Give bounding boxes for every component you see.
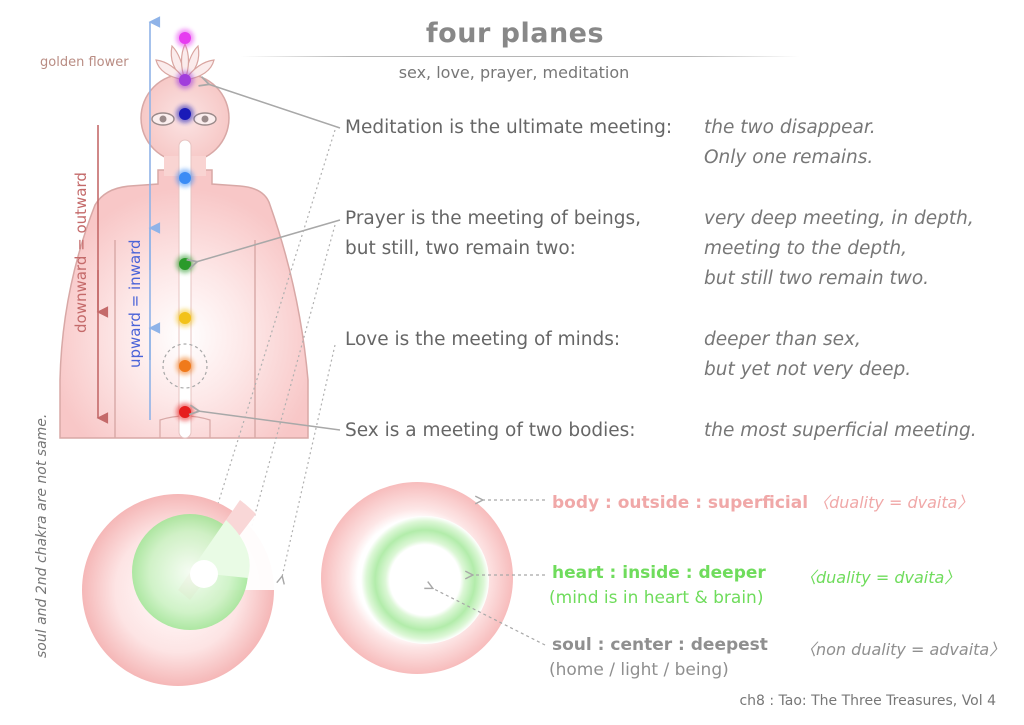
chakra-third-eye-upper xyxy=(179,74,191,86)
statement-line: Meditation is the ultimate meeting: xyxy=(345,117,673,138)
right-pupil xyxy=(201,115,209,123)
chakra-throat xyxy=(179,172,191,184)
cross-core xyxy=(401,556,449,604)
sphere-cutaway xyxy=(82,494,277,686)
dotted-prayer xyxy=(238,224,336,576)
note-line: Only one remains. xyxy=(704,147,874,168)
statement-line: Prayer is the meeting of beings, xyxy=(345,208,641,229)
legend-body-duality: 〈duality = dvaita〉 xyxy=(813,493,974,512)
plane-love-statement: Love is the meeting of minds: xyxy=(345,325,620,355)
note-line: the most superficial meeting. xyxy=(704,420,977,441)
chakra-third-eye xyxy=(179,108,191,120)
legend-body-key: body : outside : superficial xyxy=(552,493,809,513)
legend-soul-key: soul : center : deepest xyxy=(552,635,768,655)
note-line: but still two remain two. xyxy=(704,268,930,289)
note-line: very deep meeting, in depth, xyxy=(704,208,974,229)
plane-sex-note: the most superficial meeting. xyxy=(704,416,977,446)
upward-label: upward = inward xyxy=(126,239,144,368)
legend-heart-duality: 〈duality = dvaita〉 xyxy=(800,568,961,587)
plane-prayer-statement: Prayer is the meeting of beings, but sti… xyxy=(345,204,641,264)
plane-meditation-statement: Meditation is the ultimate meeting: xyxy=(345,113,672,143)
human-figure xyxy=(59,42,309,439)
legend-body: body : outside : superficial 〈duality = … xyxy=(552,489,973,513)
chakra-sacral xyxy=(179,360,191,372)
connector-lines xyxy=(196,84,341,431)
golden-flower-label: golden flower xyxy=(40,55,129,70)
page-title: four planes xyxy=(425,18,605,49)
chakra-crown xyxy=(179,32,191,44)
note-line: deeper than sex, xyxy=(704,329,861,350)
left-pupil xyxy=(159,115,167,123)
sphere-center xyxy=(190,560,218,588)
page-subtitle: sex, love, prayer, meditation xyxy=(398,63,630,82)
downward-label: downward = outward xyxy=(72,172,90,333)
legend-heart-key: heart : inside : deeper xyxy=(552,563,766,583)
connector-sex xyxy=(198,411,341,431)
legend-soul-sub: (home / light / being) xyxy=(549,660,729,680)
statement-line: Sex is a meeting of two bodies: xyxy=(345,420,636,441)
note-line: but yet not very deep. xyxy=(704,359,912,380)
plane-love-note: deeper than sex, but yet not very deep. xyxy=(704,325,911,385)
connector-meditation xyxy=(208,84,341,129)
note-line: the two disappear. xyxy=(704,117,876,138)
plane-meditation-note: the two disappear. Only one remains. xyxy=(704,113,876,173)
statement-line: Love is the meeting of minds: xyxy=(345,329,621,350)
title-divider xyxy=(240,56,800,57)
chakras xyxy=(176,29,194,421)
legend-heart-sub: (mind is in heart & brain) xyxy=(549,588,764,608)
sacral-dashed-circle xyxy=(162,343,208,389)
legend-soul-duality: 〈non duality = advaita〉 xyxy=(800,640,1006,659)
chakra-heart xyxy=(179,258,191,270)
note-line: meeting to the depth, xyxy=(704,238,907,259)
chakra-solar-plexus xyxy=(179,312,191,324)
vertical-note: soul and 2nd chakra are not same. xyxy=(34,413,50,658)
legend-connectors xyxy=(432,500,546,646)
chakra-root xyxy=(179,406,191,418)
plane-prayer-note: very deep meeting, in depth, meeting to … xyxy=(704,204,974,294)
dotted-connectors xyxy=(196,129,336,577)
source-credit: ch8 : Tao: The Three Treasures, Vol 4 xyxy=(739,693,996,709)
connector-prayer xyxy=(196,219,341,262)
plane-sex-statement: Sex is a meeting of two bodies: xyxy=(345,416,636,446)
sphere-cross-section xyxy=(321,482,513,674)
statement-line: but still, two remain two: xyxy=(345,238,576,259)
